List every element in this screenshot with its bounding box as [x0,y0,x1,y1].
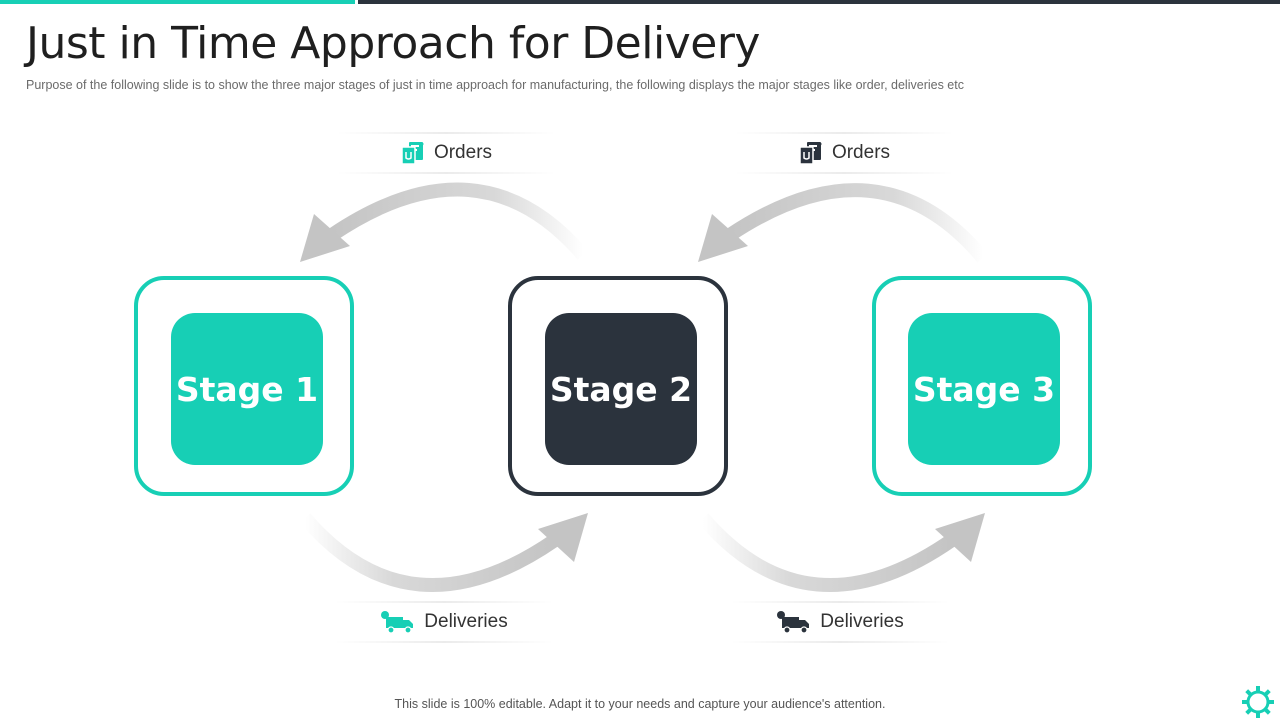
deliveries-label-1: Deliveries [334,601,554,643]
arrow-top-left [300,182,589,262]
footer-note: This slide is 100% editable. Adapt it to… [394,697,886,711]
stage-2-box: Stage 2 [545,313,697,465]
stage-3-label: Stage 3 [912,369,1056,409]
gear-icon[interactable] [1240,684,1276,720]
orders-label-1-text: Orders [433,142,493,163]
deliveries-label-2: Deliveries [730,601,950,643]
stage-1-label: Stage 1 [175,369,319,409]
arrow-top-right [698,183,989,263]
orders-label-2-text: Orders [831,142,891,163]
stage-2-label: Stage 2 [549,369,693,409]
orders-label-1: Orders [336,132,556,174]
page-title: Just in Time Approach for Delivery [26,18,760,69]
arrow-bottom-left [299,513,588,593]
arrow-bottom-right [697,513,985,593]
orders-label-2: Orders [734,132,954,174]
deliveries-label-2-text: Deliveries [820,611,904,632]
deliveries-label-1-text: Deliveries [424,611,508,632]
orders-icon [799,142,822,165]
delivery-truck-icon [777,611,810,634]
stage-3-box: Stage 3 [908,313,1060,465]
top-accent-bar [0,0,355,4]
orders-icon [401,142,424,165]
delivery-truck-icon [381,611,414,634]
page-subtitle: Purpose of the following slide is to sho… [26,78,964,92]
stage-1-box: Stage 1 [171,313,323,465]
top-dark-bar [358,0,1280,4]
